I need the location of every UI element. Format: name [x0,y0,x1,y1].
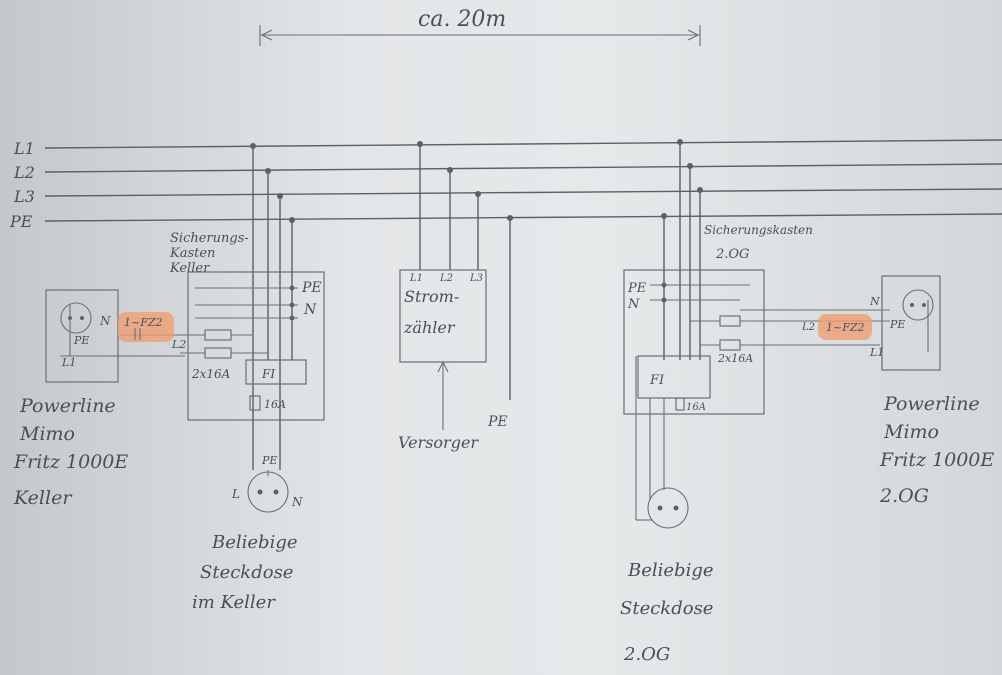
left-fuse-box: Sicherungs- Kasten Keller PE N 2x16A FI [120,143,325,470]
right-filter-highlight [818,314,872,340]
left-adapter-n: N [99,314,111,328]
left-box-title: Sicherungs- [170,231,249,246]
left-device-line4: Keller [13,487,73,509]
left-socket-pe: PE [261,454,277,467]
right-rail-pe: PE [627,281,647,296]
left-device-line1: Powerline [19,395,116,417]
right-device-line3: Fritz 1000E [879,449,994,471]
left-device-line2: Mimo [19,423,75,445]
left-fuse-label: 2x16A [191,367,231,381]
meter-terminal-l3: L3 [469,273,483,284]
left-socket-l: L [231,487,240,501]
meter-label1: Strom- [404,287,459,306]
left-socket-caption1: Beliebige [211,532,298,553]
bus-label-pe: PE [9,212,33,231]
meter-pe: PE [487,414,508,430]
meter-label2: zähler [403,318,456,337]
bus-label-l3: L3 [13,187,35,206]
left-socket-caption2: Steckdose [200,562,293,583]
right-socket-caption2: Steckdose [620,598,713,619]
right-device-line2: Mimo [883,421,939,443]
right-device-line4: 2.OG [879,485,929,507]
distance-label: ca. 20m [418,7,506,32]
right-fuse-box: Sicherungskasten 2.OG PE N 2x16A FI 16A [623,139,890,521]
bus-label-l1: L1 [13,139,35,158]
left-box-title3: Keller [169,261,210,276]
right-filter-label: 1~FZ2 [826,321,865,334]
left-rcd-breaker: 16A [264,398,286,411]
right-rcd-breaker: 16A [686,402,706,413]
left-rail-pe: PE [301,280,322,296]
left-socket-n: N [291,495,303,509]
right-powerline-device: N PE L2 L1 1~FZ2 [801,275,941,371]
meter-terminal-l1: L1 [409,273,423,284]
left-rcd-label: FI [261,367,275,381]
left-adapter-l1: L1 [61,356,76,369]
left-device-caption: Powerline Mimo Fritz 1000E Keller [13,395,128,509]
right-socket-caption3: 2.OG [623,644,670,665]
distance-dimension: ca. 20m [259,7,701,46]
left-device-line3: Fritz 1000E [13,451,128,473]
meter-terminal-l2: L2 [439,273,453,284]
bus-label-l2: L2 [13,163,35,182]
right-box-title2: 2.OG [715,247,749,262]
right-adapter-l2: L2 [801,322,815,333]
right-fuse-label: 2x16A [717,352,753,365]
left-adapter-l2: L2 [171,338,186,351]
right-adapter-pe: PE [889,318,905,331]
meter-supplier: Versorger [398,433,479,452]
electricity-meter: L1 L2 L3 Strom- zähler Versorger PE [398,141,513,452]
left-rail-n: N [303,302,317,318]
right-device-line1: Powerline [883,393,980,415]
right-socket-caption1: Beliebige [627,560,714,581]
left-filter-highlight [118,312,174,342]
bus-lines: L1 L2 L3 PE [9,139,1002,231]
left-socket-caption3: im Keller [192,592,276,613]
left-filter-label: 1~FZ2 [124,316,163,329]
right-adapter-l1: L1 [869,346,884,359]
right-rcd-label: FI [649,373,665,388]
right-box-title: Sicherungskasten [704,223,813,237]
right-device-caption: Powerline Mimo Fritz 1000E 2.OG [879,393,994,507]
right-adapter-n: N [869,295,880,308]
right-rail-n: N [627,297,640,312]
left-socket: PE L N Beliebige Steckdose im Keller [192,454,303,613]
left-box-title2: Kasten [169,246,215,261]
right-socket: Beliebige Steckdose 2.OG [620,487,714,665]
left-powerline-device: N PE L2 L1 1~FZ2 [45,289,186,383]
left-adapter-pe: PE [73,334,89,347]
